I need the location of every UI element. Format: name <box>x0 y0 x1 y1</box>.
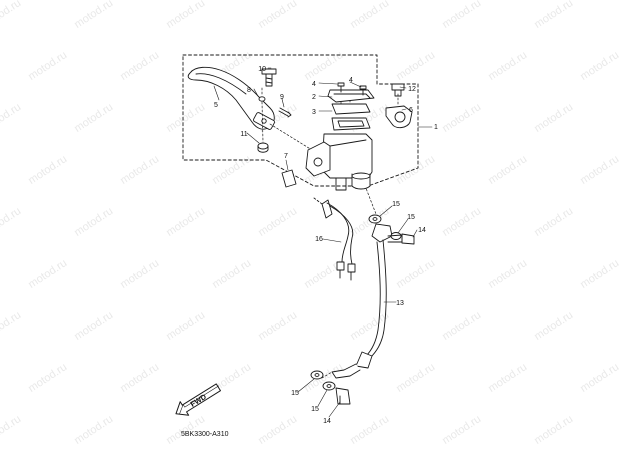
copper-washer-upper-1 <box>368 214 382 224</box>
washer-8 <box>258 96 266 102</box>
callout-14b: 14 <box>323 418 331 425</box>
callout-1: 1 <box>434 124 438 131</box>
copper-washer-lower-2 <box>322 381 336 391</box>
callout-12: 12 <box>408 86 416 93</box>
callout-8: 8 <box>247 87 251 94</box>
callout-7: 7 <box>284 153 288 160</box>
callout-5: 5 <box>214 102 218 109</box>
brake-hose <box>331 239 387 379</box>
forward-arrow <box>175 383 221 416</box>
callout-16: 16 <box>315 236 323 243</box>
callout-6: 6 <box>409 107 413 114</box>
reservoir-cap <box>327 89 375 103</box>
cap-screw-left <box>337 82 345 93</box>
callout-15d: 15 <box>311 406 319 413</box>
brake-switch-lead <box>313 197 356 281</box>
master-cylinder <box>305 133 373 191</box>
callout-15a: 15 <box>392 201 400 208</box>
pivot-nut <box>257 142 269 153</box>
assembly-boundary <box>182 54 419 187</box>
diaphragm <box>331 117 371 131</box>
callout-13: 13 <box>396 300 404 307</box>
rubber-boot <box>281 169 297 188</box>
pivot-bolt <box>261 68 277 87</box>
callout-2: 2 <box>312 94 316 101</box>
adjuster-pin <box>278 107 292 118</box>
callout-4b: 4 <box>349 77 353 84</box>
callout-15b: 15 <box>407 214 415 221</box>
callout-3: 3 <box>312 109 316 116</box>
cap-screw-right <box>359 85 367 96</box>
callout-14a: 14 <box>418 227 426 234</box>
cap-plate <box>331 103 371 115</box>
copper-washer-lower-1 <box>310 370 324 380</box>
callout-9: 9 <box>280 94 284 101</box>
hose-banjo-upper <box>371 223 393 243</box>
union-bolt-lower <box>335 387 351 405</box>
callout-labels: 5 10 8 9 11 7 4 2 3 4 12 6 1 15 15 14 16… <box>214 66 438 425</box>
callout-11: 11 <box>240 131 247 138</box>
callout-4a: 4 <box>312 81 316 88</box>
callout-15c: 15 <box>291 390 299 397</box>
callout-10: 10 <box>258 66 266 73</box>
union-bolt-upper <box>387 233 415 245</box>
diagram-code: 5BK3300-A310 <box>181 431 229 438</box>
holder-bolt <box>391 83 405 97</box>
brake-lever <box>187 66 275 130</box>
